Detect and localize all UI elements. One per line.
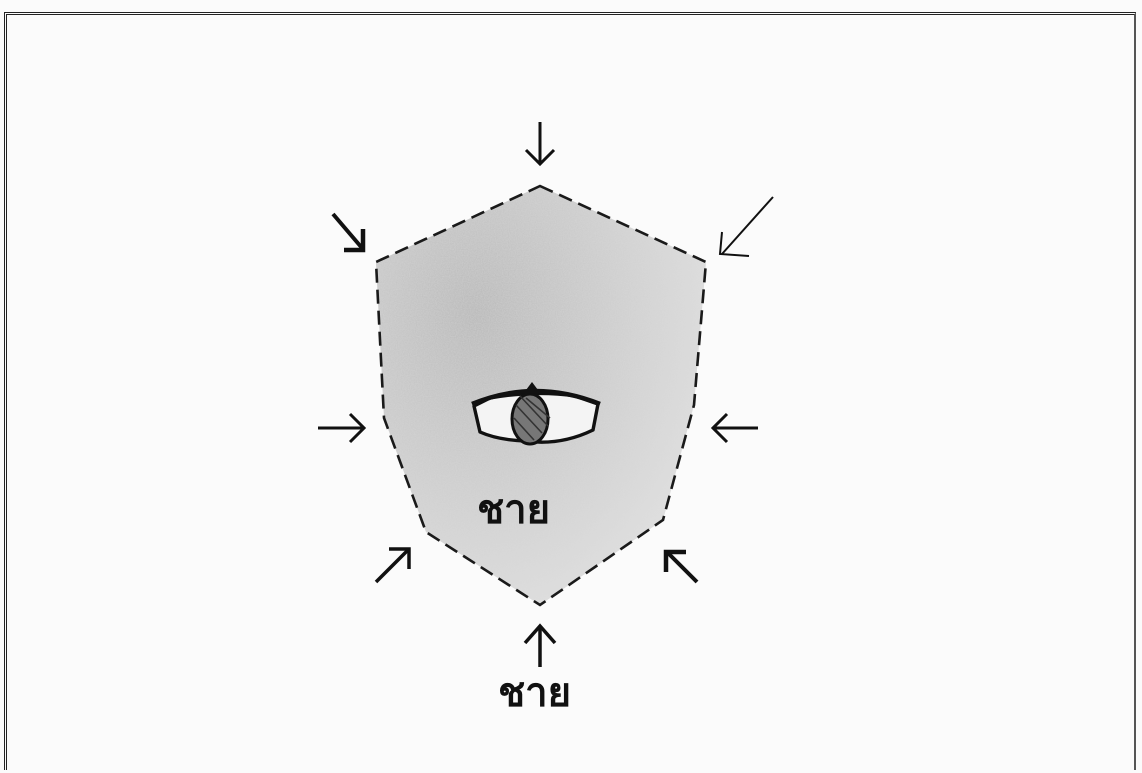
arrow-top-right [720, 197, 773, 256]
arrow-bottom-left [376, 549, 409, 582]
arrow-left [318, 414, 364, 442]
arrow-bottom-right [666, 552, 697, 582]
arrow-top [526, 122, 554, 164]
arrow-top-left [333, 214, 363, 250]
bottom-label: ชาย [498, 673, 571, 713]
arrow-right [713, 414, 758, 442]
arrow-bottom [525, 626, 555, 667]
region-label: ชาย [477, 490, 550, 530]
